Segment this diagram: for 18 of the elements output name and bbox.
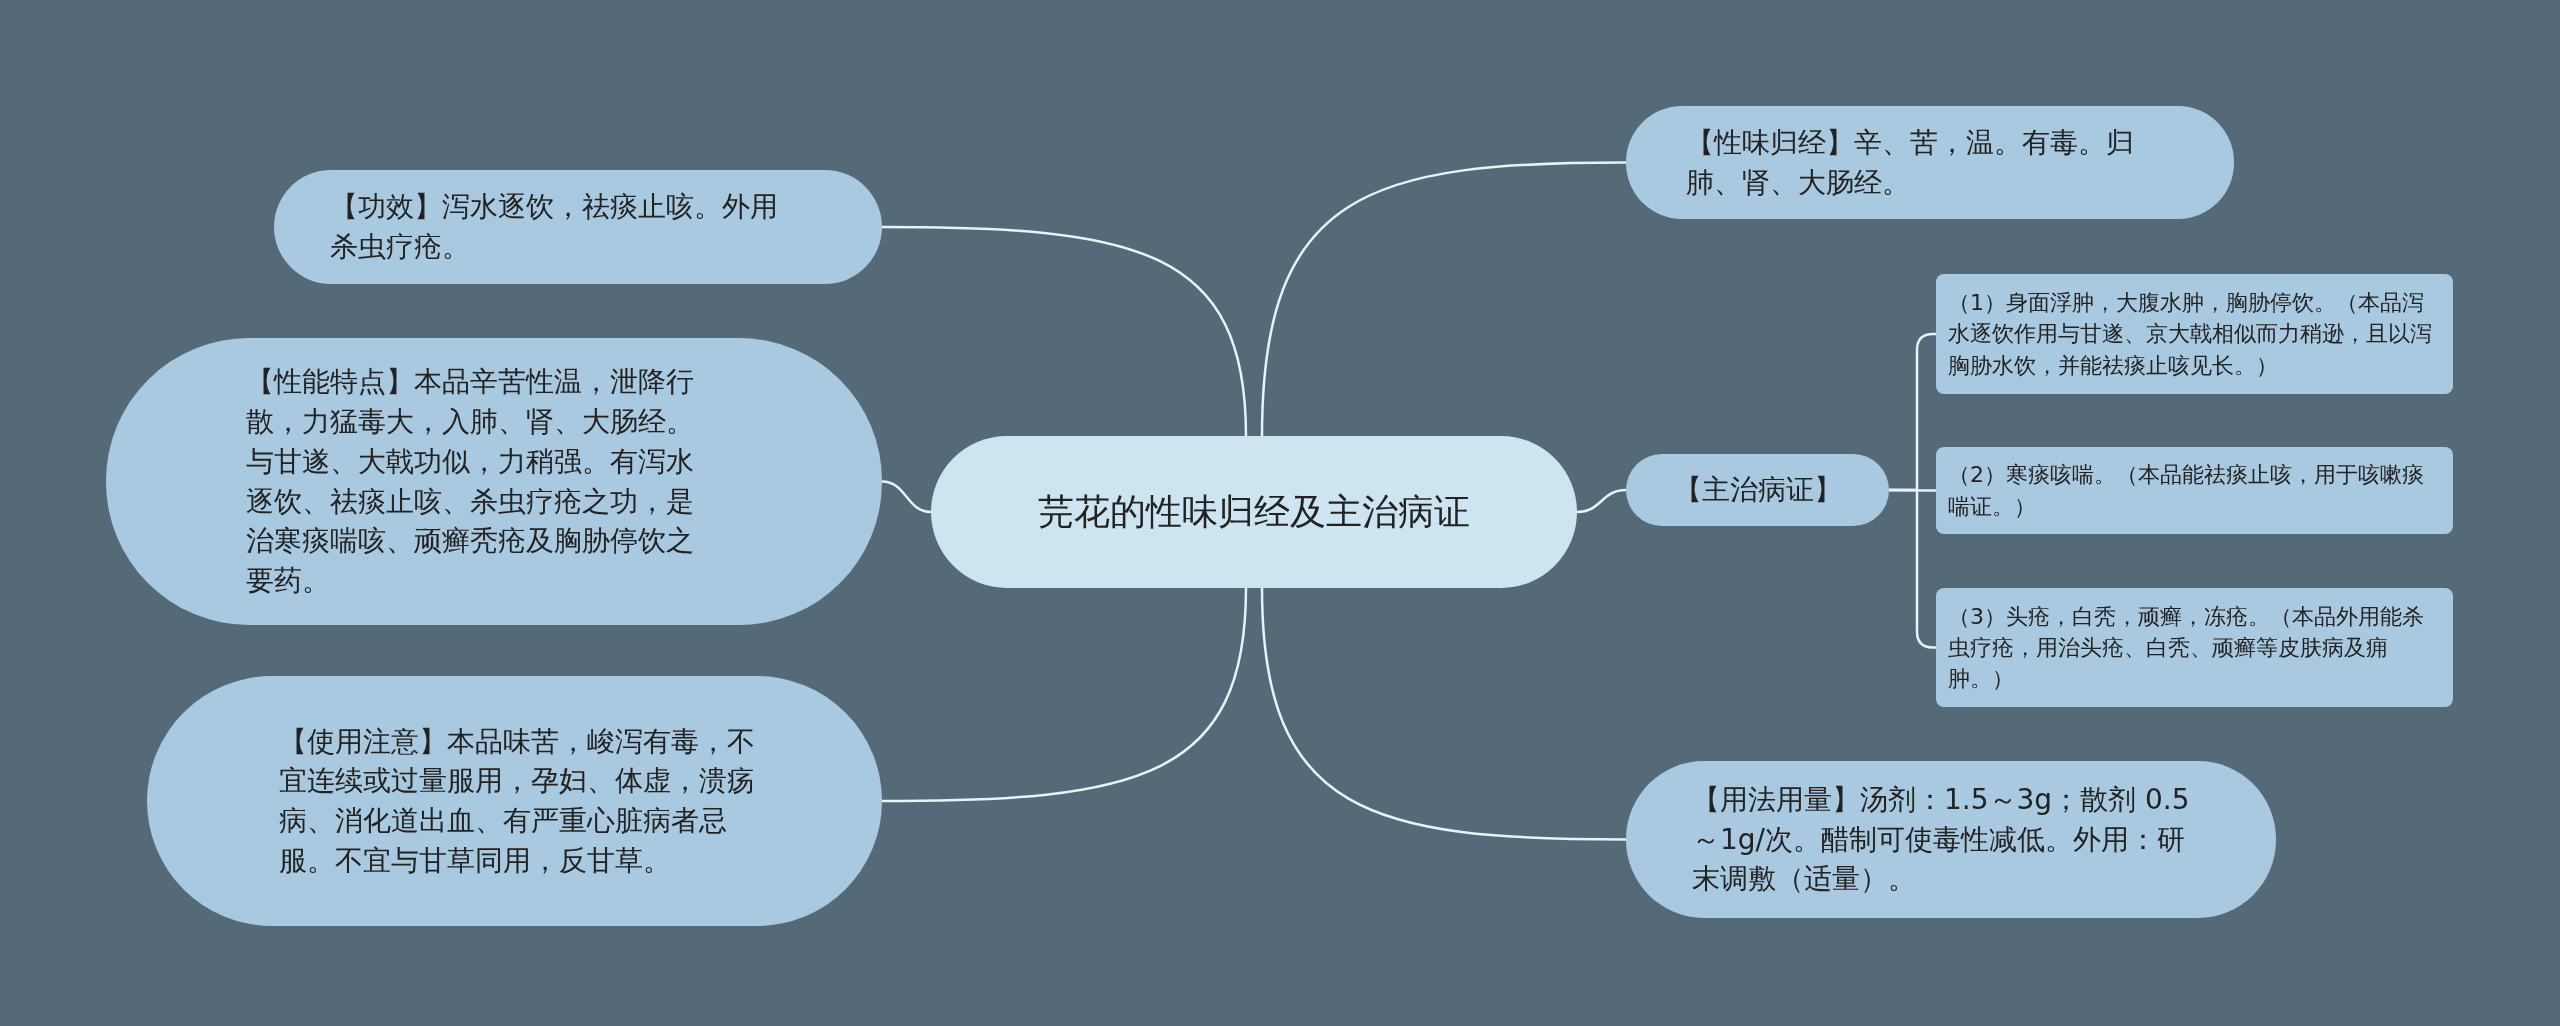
connector-line bbox=[881, 480, 932, 514]
subtopic-box bbox=[1936, 274, 2453, 394]
connector-line bbox=[882, 225, 1248, 437]
connector-line bbox=[1260, 587, 1626, 841]
subtopic-box bbox=[1936, 447, 2453, 534]
topic-text: （2）寒痰咳喘。（本品能祛痰止咳，用于咳嗽痰喘证。） bbox=[1948, 461, 2425, 521]
subtopic-box bbox=[1936, 588, 2453, 707]
connector-line bbox=[882, 587, 1248, 803]
topic-text: 【使用注意】本品味苦，峻泻有毒，不宜连续或过量服用，孕妇、体虚，溃疡病、消化道出血、有严重心脏病者忌服。不宜与甘草同用，反甘草。 bbox=[279, 723, 756, 879]
topic-text: 【用法用量】汤剂：1.5～3g；散剂 0.5～1g/次。醋制可使毒性减低。外用：研末调敷（适量）。 bbox=[1692, 781, 2191, 898]
connector-line bbox=[1260, 161, 1626, 437]
topic-text: （1）身面浮肿，大腹水肿，胸胁停饮。（本品泻水逐饮作用与甘遂、京大戟相似而力稍逊，且以泻胸胁水饮，并能祛痰止咳见长。） bbox=[1948, 289, 2433, 380]
topic-text: 【功效】泻水逐饮，祛痰止咳。外用杀虫疗疮。 bbox=[330, 189, 779, 265]
topic-text: 【性能特点】本品辛苦性温，泄降行散，力猛毒大，入肺、肾、大肠经。与甘遂、大戟功似，力稍强。有泻水逐饮、祛痰止咳、杀虫疗疮之功，是治寒痰喘咳、顽癣秃疮及胸胁停饮之要药。 bbox=[246, 364, 695, 599]
topic-text: 【性味归经】辛、苦，温。有毒。归肺、肾、大肠经。 bbox=[1686, 124, 2135, 201]
topic-text: 【主治病证】 bbox=[1673, 472, 1842, 509]
topic-text: （3）头疮，白秃，顽癣，冻疮。（本品外用能杀虫疗疮，用治头疮、白秃、顽癣等皮肤病及痈肿。） bbox=[1948, 602, 2425, 694]
title-text: 芫花的性味归经及主治病证 bbox=[1038, 490, 1470, 535]
